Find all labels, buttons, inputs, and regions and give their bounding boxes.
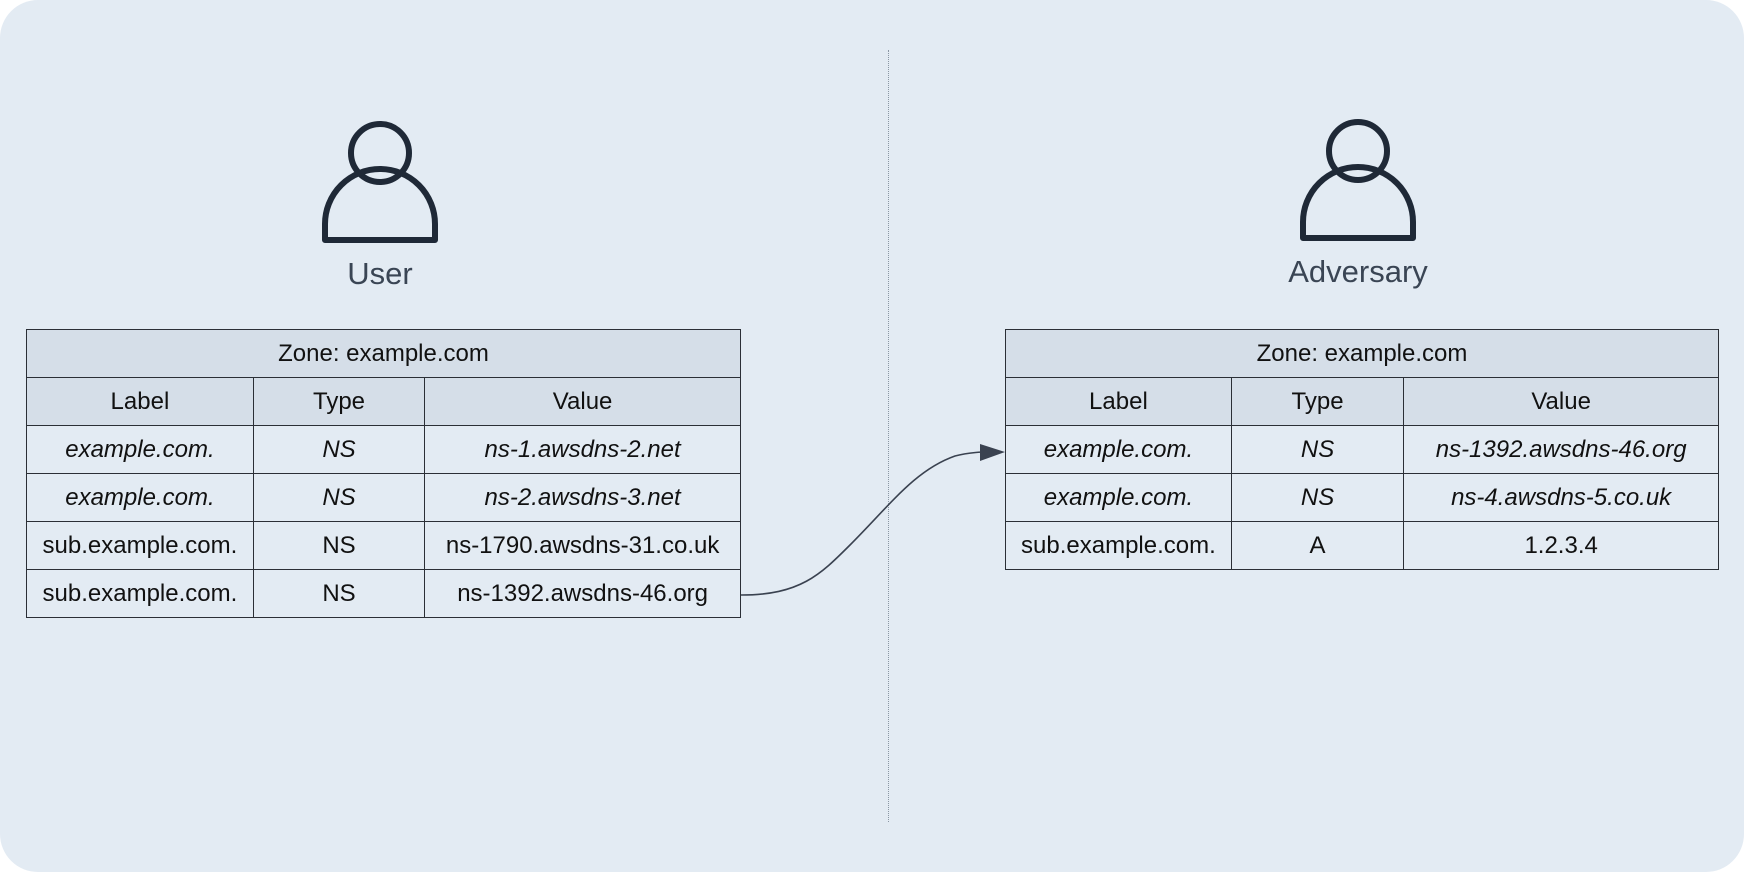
adversary-zone-table: Zone: example.com Label Type Value examp… xyxy=(1005,329,1719,570)
divider-line xyxy=(888,50,889,822)
user-zone-table: Zone: example.com Label Type Value examp… xyxy=(26,329,741,618)
record-type: NS xyxy=(252,473,426,522)
record-label: example.com. xyxy=(26,425,254,474)
user-actor: User xyxy=(280,118,480,292)
adversary-actor: Adversary xyxy=(1258,116,1458,290)
record-value: ns-4.awsdns-5.co.uk xyxy=(1403,473,1719,522)
table-row: sub.example.com. NS ns-1790.awsdns-31.co… xyxy=(26,521,741,570)
column-header-value: Value xyxy=(424,377,741,426)
arrowhead-icon xyxy=(980,444,1005,461)
record-value: ns-1.awsdns-2.net xyxy=(424,425,741,474)
column-header-value: Value xyxy=(1403,377,1719,426)
record-label: example.com. xyxy=(1005,473,1232,522)
record-type: A xyxy=(1230,521,1405,570)
record-type: NS xyxy=(252,425,426,474)
record-label: example.com. xyxy=(26,473,254,522)
table-row: sub.example.com. A 1.2.3.4 xyxy=(1005,521,1719,570)
table-row: sub.example.com. NS ns-1392.awsdns-46.or… xyxy=(26,569,741,618)
record-value: ns-1392.awsdns-46.org xyxy=(1403,425,1719,474)
record-label: sub.example.com. xyxy=(26,521,254,570)
column-header-label: Label xyxy=(26,377,254,426)
user-label: User xyxy=(347,256,413,291)
record-value: ns-1392.awsdns-46.org xyxy=(424,569,741,618)
record-type: NS xyxy=(252,569,426,618)
user-icon xyxy=(1300,119,1416,241)
user-icon xyxy=(322,121,438,243)
column-header-label: Label xyxy=(1005,377,1232,426)
zone-title: Zone: example.com xyxy=(1005,329,1719,378)
column-header-type: Type xyxy=(252,377,426,426)
adversary-label: Adversary xyxy=(1288,254,1428,289)
record-value: ns-1790.awsdns-31.co.uk xyxy=(424,521,741,570)
record-value: ns-2.awsdns-3.net xyxy=(424,473,741,522)
table-row: example.com. NS ns-2.awsdns-3.net xyxy=(26,473,741,522)
record-value: 1.2.3.4 xyxy=(1403,521,1719,570)
record-label: example.com. xyxy=(1005,425,1232,474)
record-type: NS xyxy=(252,521,426,570)
record-type: NS xyxy=(1230,473,1405,522)
zone-title: Zone: example.com xyxy=(26,329,741,378)
table-row: example.com. NS ns-1.awsdns-2.net xyxy=(26,425,741,474)
table-row: example.com. NS ns-4.awsdns-5.co.uk xyxy=(1005,473,1719,522)
record-label: sub.example.com. xyxy=(26,569,254,618)
record-label: sub.example.com. xyxy=(1005,521,1232,570)
table-row: example.com. NS ns-1392.awsdns-46.org xyxy=(1005,425,1719,474)
